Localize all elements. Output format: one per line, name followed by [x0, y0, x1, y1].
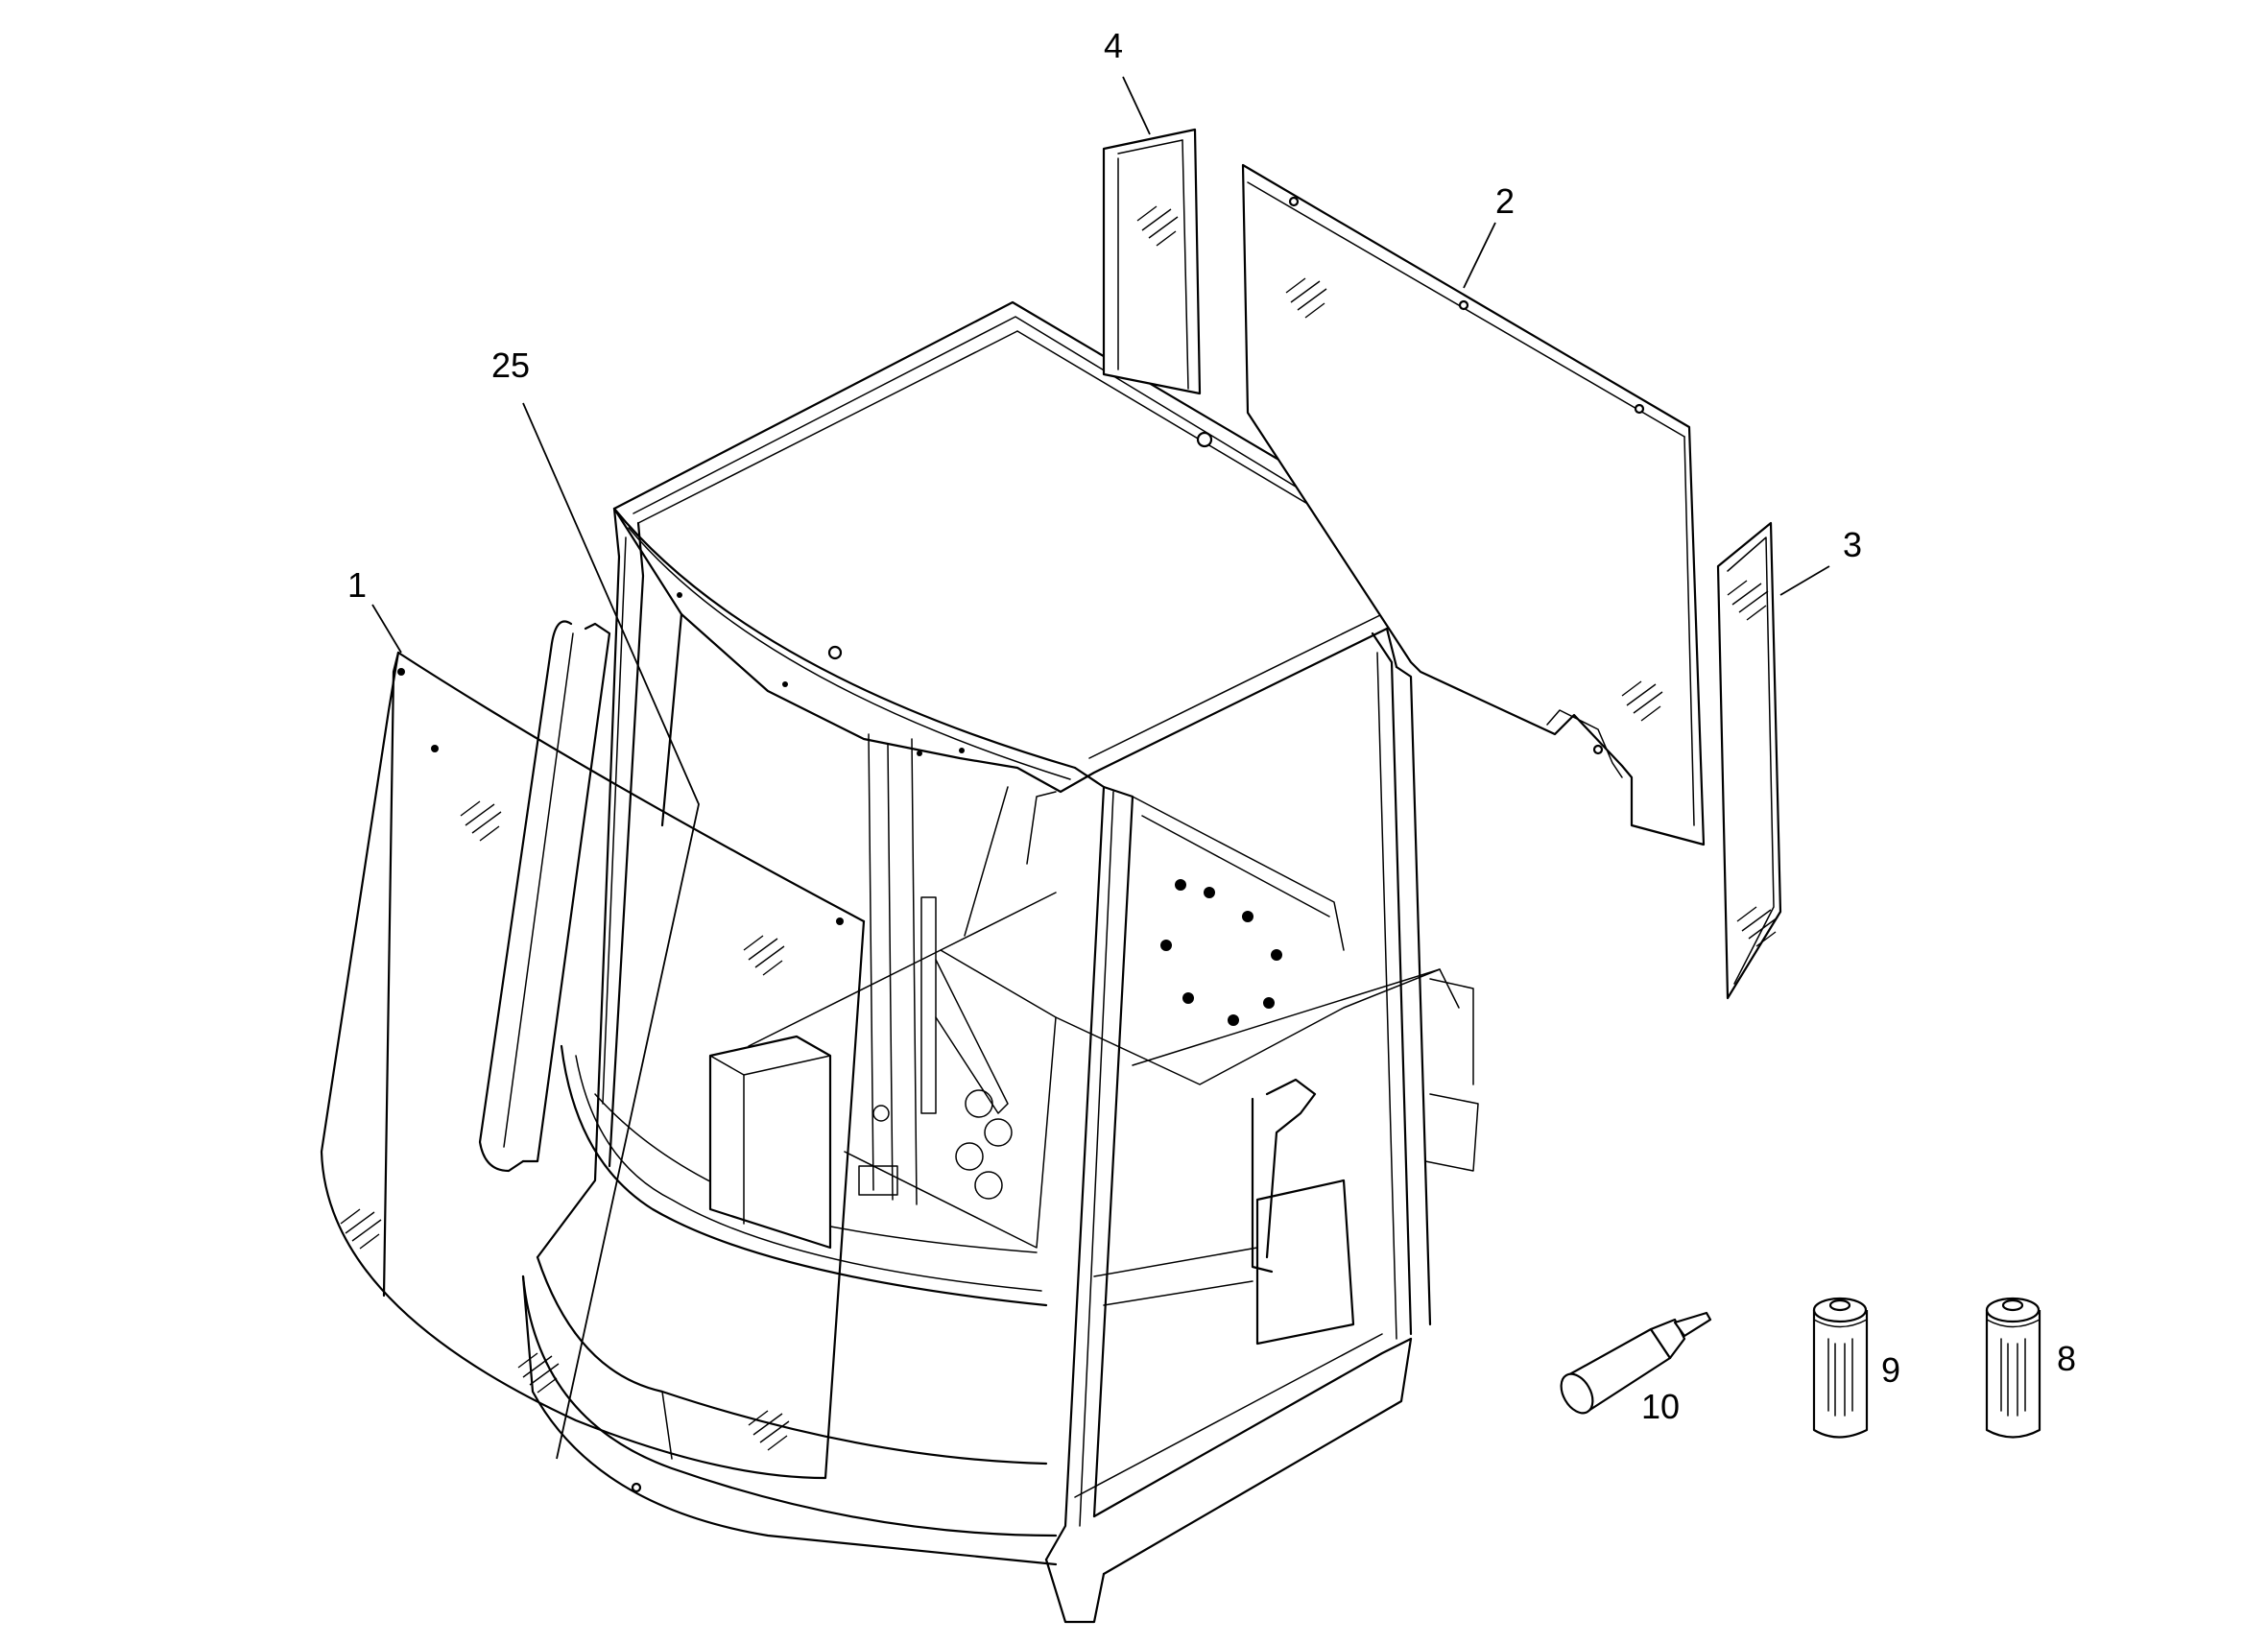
leader-1	[371, 604, 402, 654]
callout-9: 9	[1881, 1350, 1900, 1390]
callout-10: 10	[1641, 1387, 1680, 1426]
side-glass-part-3	[1716, 521, 1782, 1000]
cartridge-part-8	[1985, 1297, 2041, 1439]
rear-window-part-2	[1241, 163, 1706, 846]
callout-4: 4	[1104, 26, 1123, 65]
left-grab-handle	[478, 620, 611, 1173]
callout-1: 1	[347, 565, 367, 605]
leader-3	[1779, 565, 1830, 596]
rear-glass-part-4	[1102, 128, 1202, 395]
callouts: 4 2 25 1 3 9 8 10	[347, 26, 2076, 1426]
leader-lines	[371, 76, 1830, 1460]
leader-4	[1122, 76, 1151, 135]
cartridge-part-9	[1812, 1297, 1869, 1439]
part-25-marker	[1026, 791, 1057, 865]
callout-3: 3	[1843, 525, 1862, 564]
sealant-tube-part-10	[1560, 1311, 1712, 1415]
windshield-part-1	[320, 651, 866, 1480]
callout-25: 25	[491, 345, 530, 385]
leader-2	[1463, 222, 1496, 289]
leader-25	[522, 402, 700, 1460]
callout-2: 2	[1495, 181, 1515, 221]
callout-8: 8	[2057, 1339, 2076, 1378]
